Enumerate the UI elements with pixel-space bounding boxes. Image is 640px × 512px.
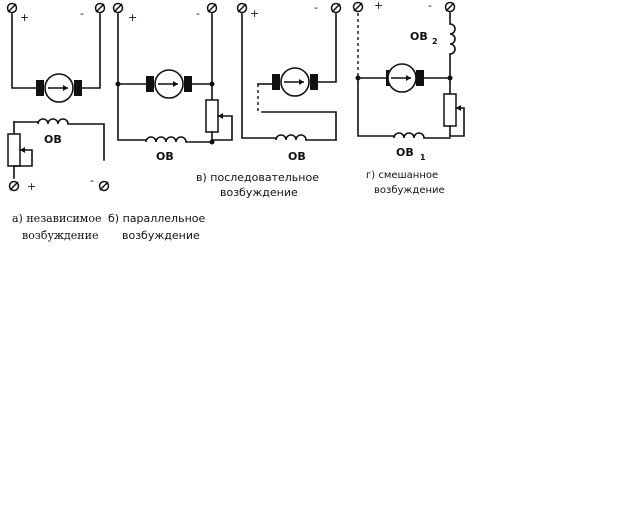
- field-minus-label: -: [90, 174, 94, 187]
- caption-line-1: б) параллельное: [108, 212, 205, 225]
- field-winding-icon: [145, 136, 187, 143]
- series-winding-label: ОВ: [410, 30, 428, 43]
- minus-label: -: [428, 0, 432, 12]
- caption-line-2: возбуждение: [220, 186, 298, 199]
- wire: [317, 13, 337, 83]
- scheme-independent: + - ОВ + - а) независимое возбуждение: [6, 2, 110, 242]
- field-winding-icon: [393, 132, 425, 139]
- armature-plus-label: +: [20, 11, 29, 24]
- field-winding-icon: [275, 134, 307, 141]
- field-winding-icon: [449, 23, 456, 55]
- caption-line-2: возбуждение: [122, 229, 200, 242]
- minus-label: -: [196, 7, 200, 20]
- rheostat-icon: [7, 133, 33, 167]
- caption-line-1: а) независимое: [12, 212, 101, 225]
- terminal-icon: [236, 2, 248, 14]
- field-winding-label: ОВ: [288, 150, 306, 163]
- caption-line-2: возбуждение: [374, 185, 445, 196]
- terminal-icon: [206, 2, 218, 14]
- wire: [81, 13, 101, 89]
- wire: [117, 13, 147, 141]
- scheme-parallel: + - ОВ б) параллельное возбуждение: [108, 2, 233, 242]
- terminal-icon: [444, 1, 456, 13]
- motor-icon: [146, 69, 192, 99]
- plus-label: +: [128, 11, 137, 24]
- terminal-icon: [112, 2, 124, 14]
- wire: [67, 123, 105, 161]
- wire: [241, 13, 277, 139]
- armature-minus-label: -: [80, 7, 84, 20]
- motor-icon: [272, 67, 318, 97]
- motor-icon: [36, 73, 82, 103]
- plus-label: +: [250, 7, 259, 20]
- terminal-icon: [8, 180, 20, 192]
- minus-label: -: [314, 1, 318, 14]
- field-plus-label: +: [27, 180, 36, 193]
- motor-icon: [386, 63, 424, 93]
- terminal-icon: [6, 2, 18, 14]
- terminal-icon: [98, 180, 110, 192]
- caption-line-2: возбуждение: [22, 229, 98, 242]
- scheme-series: + - ОВ в) последовательное возбуждение: [196, 1, 342, 199]
- field-winding-label: ОВ: [44, 133, 62, 146]
- wire: [261, 111, 337, 141]
- rheostat-icon: [443, 93, 465, 137]
- field-winding-icon: [37, 118, 69, 125]
- wire: [357, 77, 395, 137]
- terminal-icon: [352, 1, 364, 13]
- rheostat-icon: [205, 99, 233, 141]
- plus-label: +: [374, 0, 383, 12]
- series-winding-subscript: 2: [432, 37, 438, 46]
- field-winding-label: ОВ: [156, 150, 174, 163]
- scheme-compound: + - ОВ 2 ОВ 1 г) смешанное возбужд: [352, 0, 465, 196]
- wire: [11, 13, 37, 89]
- shunt-winding-subscript: 1: [420, 153, 426, 162]
- caption-line-1: в) последовательное: [196, 171, 319, 184]
- terminal-icon: [330, 2, 342, 14]
- terminal-icon: [94, 2, 106, 14]
- caption-line-1: г) смешанное: [366, 170, 438, 181]
- shunt-winding-label: ОВ: [396, 146, 414, 159]
